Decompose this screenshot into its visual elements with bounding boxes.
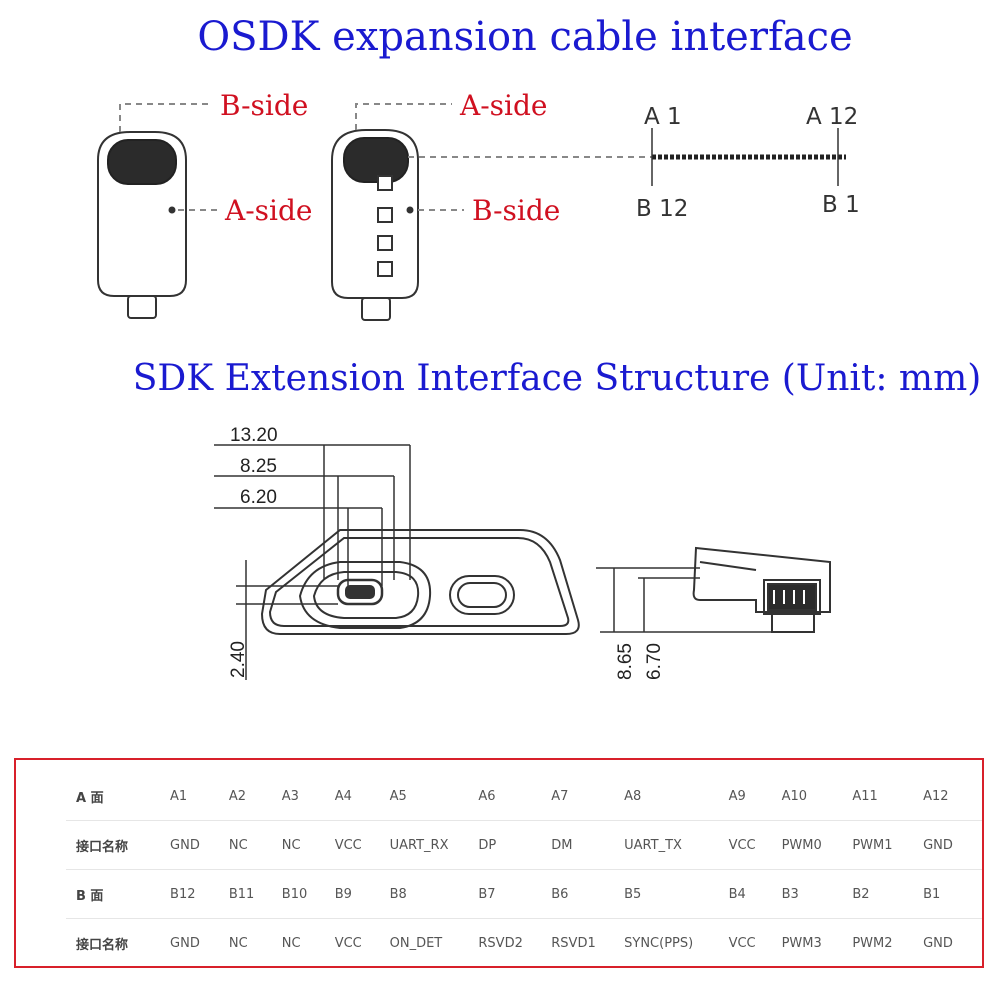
table-cell: B5 xyxy=(624,869,729,919)
right-top-side-label: A-side xyxy=(459,89,548,122)
table-cell: A2 xyxy=(228,772,282,821)
table-cell: VCC xyxy=(728,935,756,951)
pin-label-a12: A 12 xyxy=(806,104,858,130)
table-cell: SYNC(PPS) xyxy=(624,935,694,951)
dimension-2-40: 2.40 xyxy=(228,641,249,678)
table-cell: RSVD1 xyxy=(551,935,596,951)
table-cell: DP xyxy=(478,820,552,870)
section-title: SDK Extension Interface Structure (Unit:… xyxy=(132,358,982,399)
dimension-lines-side xyxy=(596,567,772,633)
right-side-label: B-side xyxy=(472,194,560,227)
dimension-13-20: 13.20 xyxy=(230,425,278,446)
table-cell: A10 xyxy=(781,772,853,821)
row-header: 接口名称 xyxy=(66,820,171,870)
row-header: A 面 xyxy=(66,772,171,821)
table-cell: GND xyxy=(170,935,200,951)
table-cell: B3 xyxy=(781,869,853,919)
table-cell: UART_RX xyxy=(389,820,479,870)
left-top-side-label: B-side xyxy=(220,89,308,122)
table-cell: B11 xyxy=(228,869,282,919)
pin-label-b12: B 12 xyxy=(636,196,688,222)
table-cell: DM xyxy=(551,820,625,870)
pin-strip xyxy=(651,128,846,186)
table-cell: PWM0 xyxy=(781,820,853,870)
table-cell: B4 xyxy=(728,869,782,919)
table-cell: NC xyxy=(281,820,335,870)
table-cell: A9 xyxy=(728,772,782,821)
table-cell: GND xyxy=(923,820,982,870)
table-cell: VCC xyxy=(728,820,782,870)
row-header: 接口名称 xyxy=(76,937,129,953)
dimension-6-20: 6.20 xyxy=(240,487,277,508)
right-connector-drawing xyxy=(331,129,419,321)
dimension-6-70: 6.70 xyxy=(644,643,665,680)
table-cell: A3 xyxy=(281,772,335,821)
front-view-drawing xyxy=(260,529,580,635)
table-cell: VCC xyxy=(334,820,390,870)
table-cell: A5 xyxy=(389,772,479,821)
table-cell: NC xyxy=(281,935,301,951)
table-cell: GND xyxy=(923,935,953,951)
page-title: OSDK expansion cable interface xyxy=(197,14,853,60)
row-header: B 面 xyxy=(66,869,171,919)
table-cell: GND xyxy=(170,820,229,870)
table-cell: A6 xyxy=(478,772,552,821)
table-cell: VCC xyxy=(334,935,362,951)
table-cell: A11 xyxy=(852,772,924,821)
table-cell: B7 xyxy=(478,869,552,919)
table-cell: B6 xyxy=(551,869,625,919)
table-cell: A4 xyxy=(334,772,390,821)
table-cell: A1 xyxy=(170,772,229,821)
dimension-8-25: 8.25 xyxy=(240,456,277,477)
table-cell: B10 xyxy=(281,869,335,919)
pin-label-b1: B 1 xyxy=(822,192,860,218)
left-connector-drawing xyxy=(97,131,187,319)
table-row: 接口名称 GND NC NC VCC ON_DET RSVD2 RSVD1 SYNC(PPS) V… xyxy=(66,919,982,968)
table-cell: B1 xyxy=(923,869,982,919)
dimension-lines-front xyxy=(214,444,411,680)
dimension-8-65: 8.65 xyxy=(615,643,636,680)
table-cell: NC xyxy=(228,935,248,951)
leader-lines xyxy=(119,103,652,211)
table-cell: PWM3 xyxy=(781,935,822,951)
table-cell: UART_TX xyxy=(624,820,729,870)
side-view-drawing xyxy=(692,546,831,633)
table-cell: ON_DET xyxy=(389,935,443,951)
table-cell: B9 xyxy=(334,869,390,919)
left-side-label: A-side xyxy=(224,194,313,227)
table-cell: RSVD2 xyxy=(478,935,523,951)
table-cell: PWM1 xyxy=(852,820,924,870)
table-cell: B12 xyxy=(170,869,229,919)
table-cell: A7 xyxy=(551,772,625,821)
pin-label-a1: A 1 xyxy=(644,104,682,130)
table-cell: PWM2 xyxy=(852,935,893,951)
table-cell: A12 xyxy=(923,772,982,821)
table-cell: A8 xyxy=(624,772,729,821)
table-cell: B2 xyxy=(852,869,924,919)
table-cell: B8 xyxy=(389,869,479,919)
table-cell: NC xyxy=(228,820,282,870)
